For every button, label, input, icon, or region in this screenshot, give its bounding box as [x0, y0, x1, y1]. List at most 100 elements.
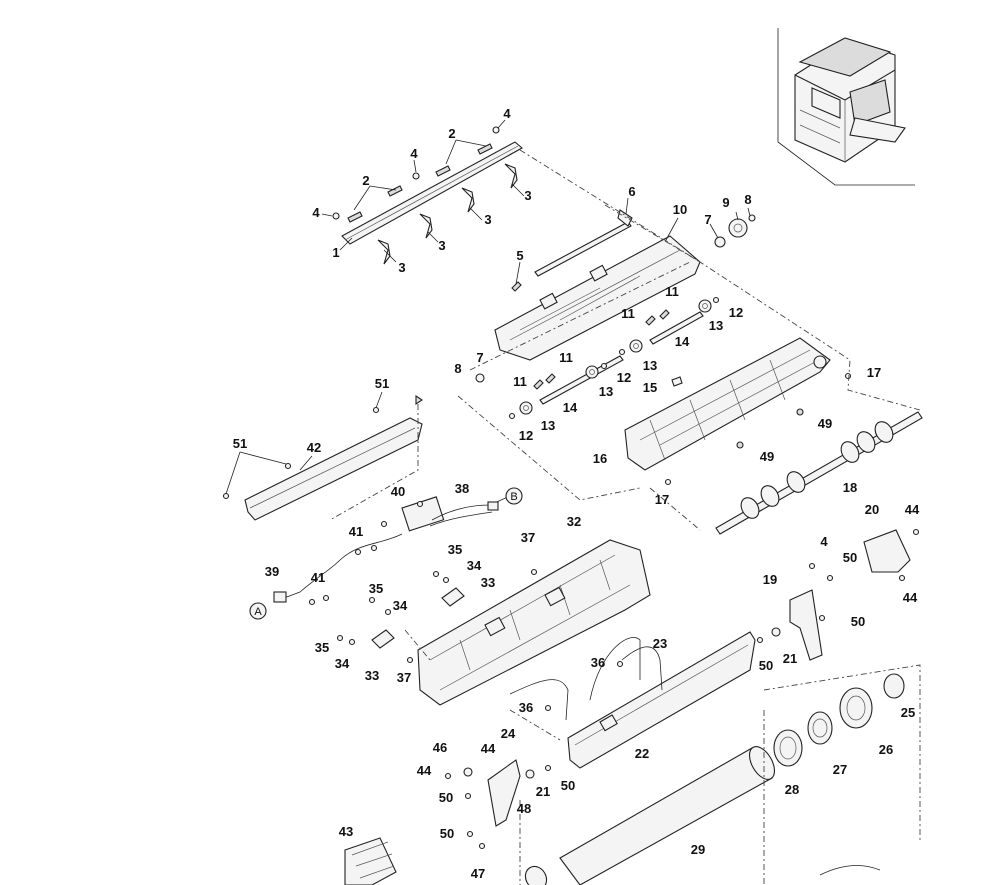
- callout-36-2: 36: [519, 700, 533, 715]
- callout-11-2: 11: [621, 306, 635, 321]
- callout-4-3: 4: [503, 106, 511, 121]
- callout-41: 41: [349, 524, 363, 539]
- callout-15: 15: [643, 380, 657, 395]
- harness-assembly: [273, 495, 511, 606]
- callout-34-2: 34: [393, 598, 408, 613]
- callout-50-5: 50: [439, 790, 453, 805]
- callout-12-3: 12: [519, 428, 533, 443]
- callout-26: 26: [879, 742, 893, 757]
- callout-44-2: 44: [903, 590, 918, 605]
- callout-3: 3: [398, 260, 405, 275]
- callout-34: 34: [467, 558, 482, 573]
- callout-35-3: 35: [315, 640, 329, 655]
- callout-28: 28: [785, 782, 799, 797]
- callout-9: 9: [722, 195, 729, 210]
- callout-37: 37: [521, 530, 535, 545]
- callout-33: 33: [481, 575, 495, 590]
- ref-a-text: A: [254, 606, 262, 618]
- ref-marker-b: B: [505, 487, 523, 505]
- callout-13: 13: [709, 318, 723, 333]
- callout-39: 39: [265, 564, 279, 579]
- callout-35-2: 35: [369, 581, 383, 596]
- callout-16: 16: [593, 451, 607, 466]
- callout-7-2: 7: [476, 350, 483, 365]
- callout-40: 40: [391, 484, 405, 499]
- callout-22: 22: [635, 746, 649, 761]
- callout-50-4: 50: [561, 778, 575, 793]
- callout-13-3: 13: [599, 384, 613, 399]
- callout-labels: 1223333444456778891011111111121212131313…: [233, 106, 920, 881]
- callout-34-3: 34: [335, 656, 350, 671]
- callout-46: 46: [433, 740, 447, 755]
- callout-13-2: 13: [643, 358, 657, 373]
- callout-3-3: 3: [484, 212, 491, 227]
- guide-plate-assembly: [321, 119, 525, 265]
- bracket-19: [756, 562, 834, 661]
- callout-17: 17: [867, 365, 881, 380]
- callout-11: 11: [665, 284, 679, 299]
- callout-47: 47: [471, 866, 485, 881]
- callout-50-6: 50: [440, 826, 454, 841]
- callout-4-2: 4: [410, 146, 418, 161]
- callout-1: 1: [332, 245, 339, 260]
- callout-11-3: 11: [559, 350, 573, 365]
- ref-marker-a: A: [249, 602, 267, 620]
- feed-roller-set: [475, 296, 720, 420]
- callout-36: 36: [591, 655, 605, 670]
- callout-50: 50: [843, 550, 857, 565]
- callout-11-4: 11: [513, 374, 527, 389]
- callout-44: 44: [905, 502, 920, 517]
- bushing-set: [773, 673, 905, 876]
- bracket-24: [444, 759, 552, 850]
- bracket-20: [863, 528, 920, 582]
- upper-frame-assembly: [494, 197, 756, 361]
- callout-48: 48: [517, 801, 531, 816]
- callout-3-4: 3: [524, 188, 531, 203]
- callout-2: 2: [362, 173, 369, 188]
- callout-2-2: 2: [448, 126, 455, 141]
- callout-12-2: 12: [617, 370, 631, 385]
- callout-23: 23: [653, 636, 667, 651]
- callout-44-4: 44: [417, 763, 432, 778]
- callout-10: 10: [673, 202, 687, 217]
- shaft-18: [715, 411, 923, 535]
- callout-33-2: 33: [365, 668, 379, 683]
- guide-plate-16: [624, 337, 852, 486]
- overview-inset: [777, 28, 915, 186]
- callout-21: 21: [783, 651, 797, 666]
- callout-12: 12: [729, 305, 743, 320]
- callout-27: 27: [833, 762, 847, 777]
- callout-35: 35: [448, 542, 462, 557]
- ref-b-text: B: [510, 491, 517, 503]
- callout-14: 14: [675, 334, 690, 349]
- callout-32: 32: [567, 514, 581, 529]
- callout-25: 25: [901, 705, 915, 720]
- callout-38: 38: [455, 481, 469, 496]
- callout-43: 43: [339, 824, 353, 839]
- callout-18: 18: [843, 480, 857, 495]
- callout-51-2: 51: [233, 436, 247, 451]
- callout-42: 42: [307, 440, 321, 455]
- callout-21-2: 21: [536, 784, 550, 799]
- sensor-set: [336, 570, 465, 649]
- cover-plate-42: [222, 391, 423, 521]
- callout-7: 7: [704, 212, 711, 227]
- assembly-guide-lines: [329, 149, 921, 885]
- callout-13-4: 13: [541, 418, 555, 433]
- callout-17-2: 17: [655, 492, 669, 507]
- callout-3-2: 3: [438, 238, 445, 253]
- callout-50-3: 50: [759, 658, 773, 673]
- callout-4: 4: [312, 205, 320, 220]
- callout-37-2: 37: [397, 670, 411, 685]
- bracket-22: [509, 631, 756, 769]
- heat-roller-29: [524, 746, 776, 885]
- callout-24: 24: [501, 726, 516, 741]
- callout-49-2: 49: [760, 449, 774, 464]
- callout-51: 51: [375, 376, 389, 391]
- callout-50-2: 50: [851, 614, 865, 629]
- callout-8-2: 8: [454, 361, 461, 376]
- callout-8: 8: [744, 192, 751, 207]
- callout-5: 5: [516, 248, 523, 263]
- callout-44-3: 44: [481, 741, 496, 756]
